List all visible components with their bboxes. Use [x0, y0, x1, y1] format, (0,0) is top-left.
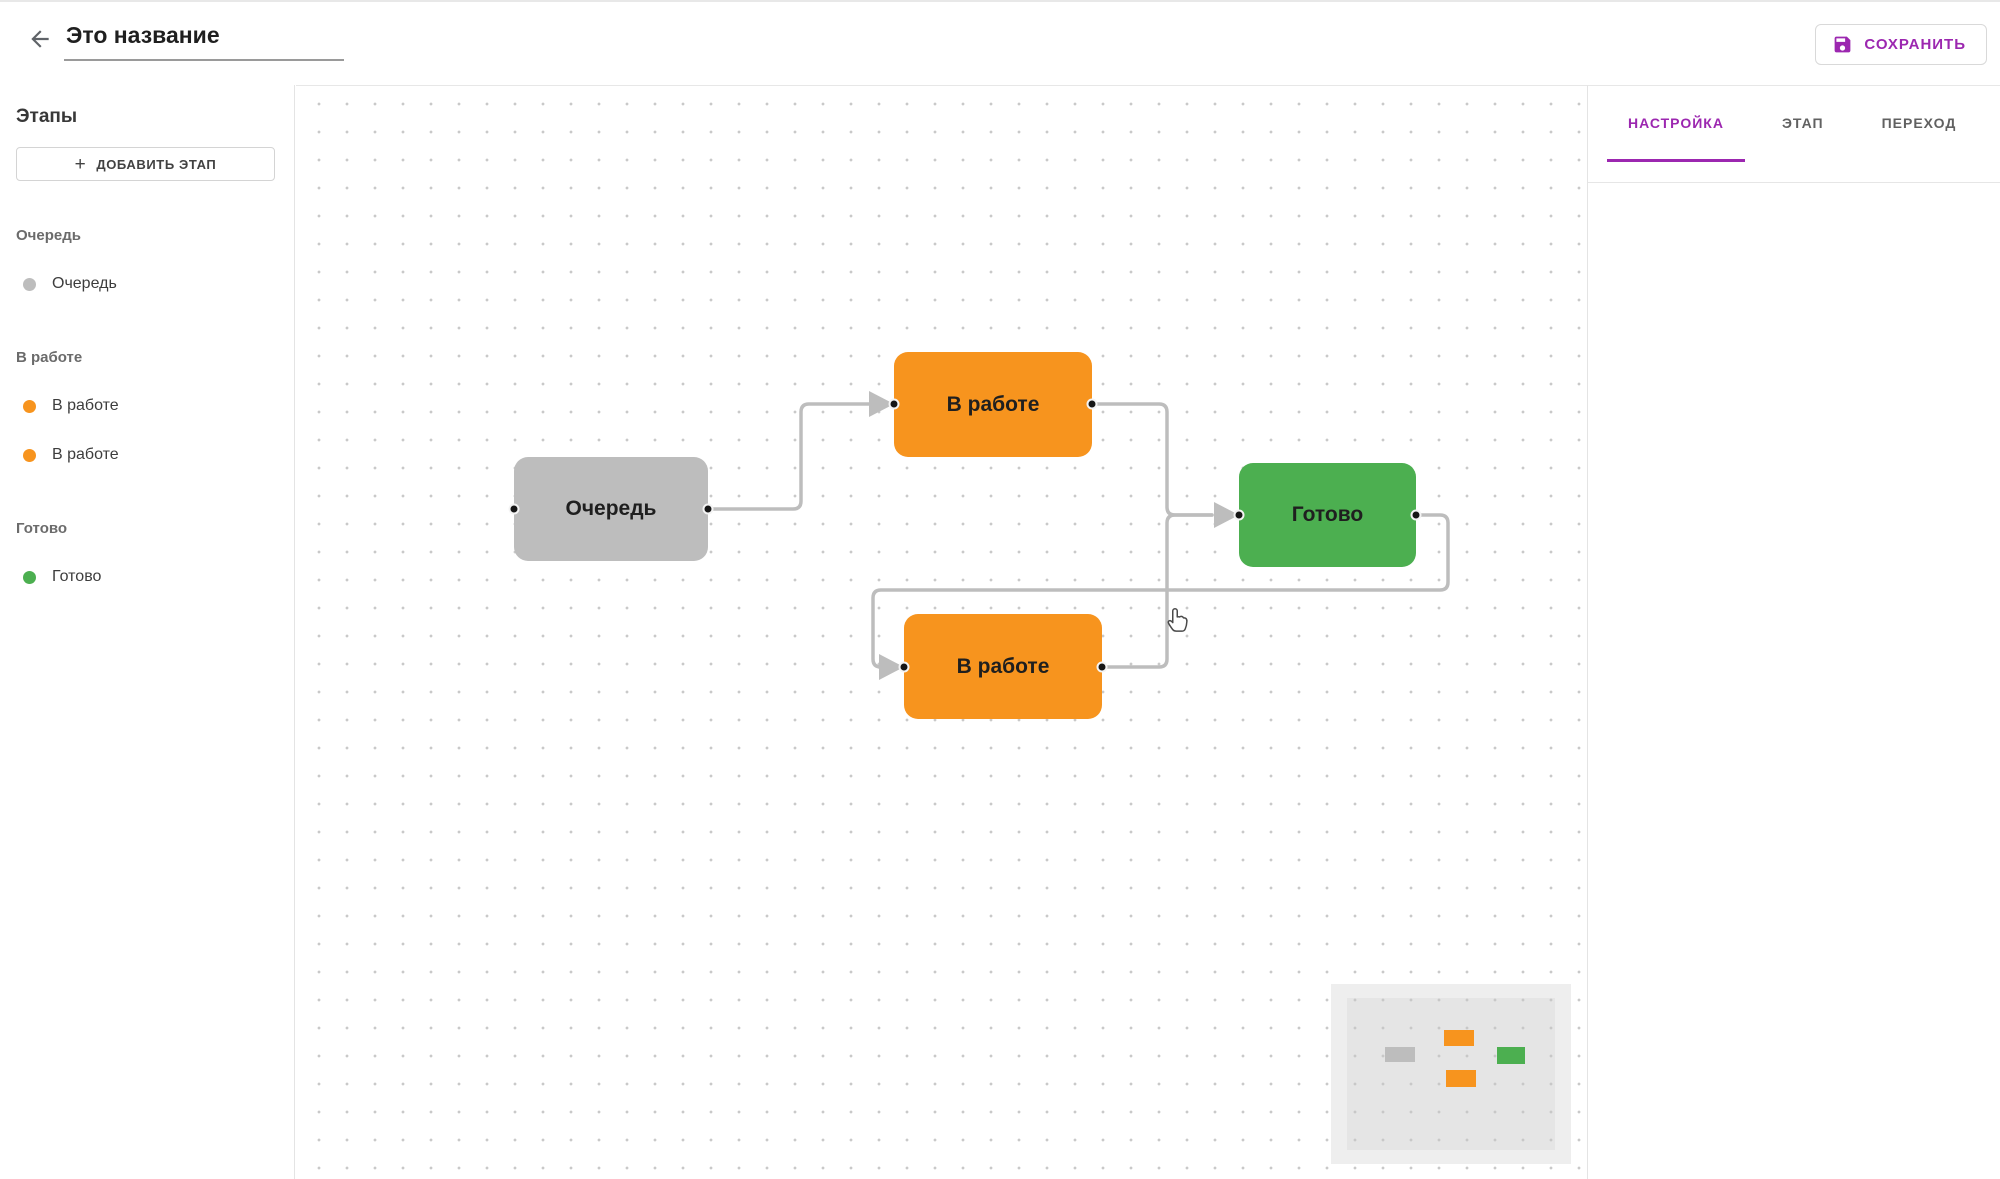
- arrowhead: [879, 654, 904, 680]
- back-button[interactable]: [22, 22, 58, 58]
- save-button-label: СОХРАНИТЬ: [1864, 36, 1966, 53]
- edge-inprogress1-to-done: [1090, 402, 1214, 517]
- stage-item-in-progress-2[interactable]: В работе: [16, 446, 278, 464]
- node-label: Готово: [1291, 503, 1364, 526]
- stage-color-dot: [23, 399, 36, 413]
- minimap-node-in-progress-1: [1444, 1030, 1474, 1046]
- sidebar-title: Этапы: [16, 106, 78, 127]
- stage-item-label: В работе: [52, 397, 119, 414]
- cursor-icon: [1167, 608, 1188, 632]
- arrowhead: [1214, 502, 1239, 528]
- stage-item-label: Готово: [52, 568, 102, 585]
- stage-group-label: Готово: [16, 520, 68, 537]
- stage-group-queue: Очередь Очередь: [16, 227, 278, 293]
- node-in-progress-1[interactable]: В работе: [894, 352, 1092, 457]
- diagram-canvas[interactable]: Очередь В работе Готово В работе: [296, 85, 1587, 1179]
- stage-group-label: В работе: [16, 349, 83, 366]
- node-in-progress-2[interactable]: В работе: [904, 614, 1102, 719]
- stage-item-label: В работе: [52, 446, 119, 463]
- node-label: Очередь: [565, 497, 657, 520]
- workflow-title-input[interactable]: [64, 16, 344, 61]
- stage-group-done: Готово Готово: [16, 520, 278, 586]
- header: СОХРАНИТЬ: [0, 0, 2000, 85]
- node-done[interactable]: Готово: [1239, 463, 1416, 567]
- save-icon: [1832, 34, 1853, 55]
- stage-color-dot: [23, 448, 36, 462]
- arrow-left-icon: [27, 29, 53, 55]
- stage-item-done[interactable]: Готово: [16, 568, 278, 586]
- node-queue[interactable]: Очередь: [514, 457, 708, 561]
- add-stage-label: ДОБАВИТЬ ЭТАП: [96, 156, 217, 172]
- stage-item-in-progress-1[interactable]: В работе: [16, 397, 278, 415]
- node-label: В работе: [946, 392, 1040, 416]
- stage-group-label: Очередь: [16, 227, 81, 244]
- settings-tab-bar: НАСТРОЙКА ЭТАП ПЕРЕХОД: [1588, 86, 2000, 183]
- minimap-node-queue: [1385, 1047, 1415, 1062]
- edge-queue-to-inprogress1: [706, 402, 872, 511]
- stages-sidebar: Этапы + ДОБАВИТЬ ЭТАП Очередь Очередь В …: [0, 85, 295, 1179]
- minimap[interactable]: [1331, 984, 1571, 1164]
- stage-item-label: Очередь: [52, 275, 117, 292]
- edge-inprogress2-to-done: [1100, 513, 1214, 669]
- tab-transition[interactable]: ПЕРЕХОД: [1861, 86, 1978, 162]
- stage-group-in-progress: В работе В работе В работе: [16, 349, 278, 464]
- plus-icon: +: [74, 153, 87, 175]
- tab-settings[interactable]: НАСТРОЙКА: [1607, 86, 1745, 162]
- minimap-node-done: [1497, 1047, 1525, 1064]
- stage-color-dot: [23, 277, 36, 291]
- minimap-node-in-progress-2: [1446, 1070, 1476, 1087]
- tab-stage[interactable]: ЭТАП: [1761, 86, 1845, 162]
- arrowhead: [869, 391, 894, 417]
- save-button[interactable]: СОХРАНИТЬ: [1815, 24, 1987, 65]
- node-label: В работе: [956, 654, 1050, 678]
- stage-item-queue[interactable]: Очередь: [16, 275, 278, 293]
- settings-panel: НАСТРОЙКА ЭТАП ПЕРЕХОД: [1587, 85, 2000, 1179]
- add-stage-button[interactable]: + ДОБАВИТЬ ЭТАП: [16, 147, 275, 181]
- stage-color-dot: [23, 570, 36, 584]
